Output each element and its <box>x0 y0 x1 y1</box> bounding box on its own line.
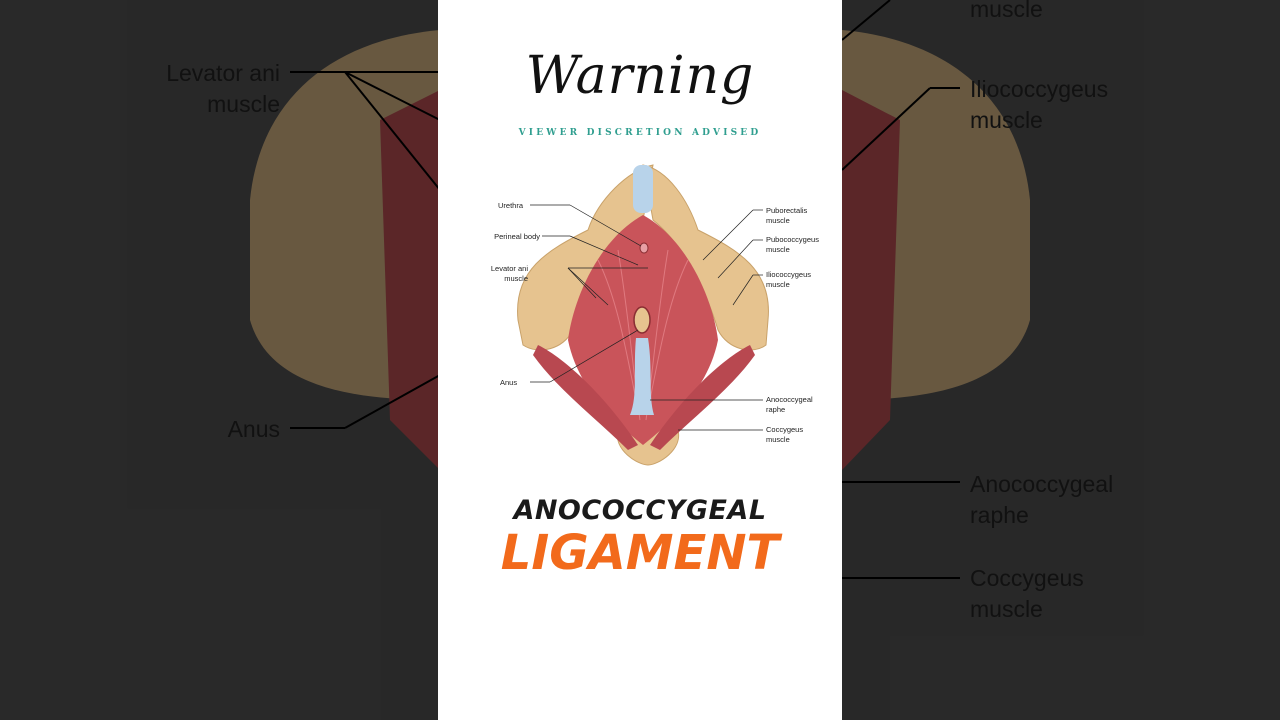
bg-label-anococcygeal: Anococcygeal raphe <box>970 471 1114 528</box>
pelvic-floor-illustration <box>517 164 769 466</box>
label-iliococcygeus: Iliococcygeus muscle <box>766 270 812 289</box>
bg-label-levator: Levator ani muscle <box>166 60 280 117</box>
video-frame: Warning VIEWER DISCRETION ADVISED <box>438 0 842 720</box>
label-anus: Anus <box>500 378 518 387</box>
label-coccygeus: Coccygeus muscle <box>766 425 804 444</box>
viewer-discretion-subtitle: VIEWER DISCRETION ADVISED <box>518 128 762 138</box>
label-perineal-body: Perineal body <box>494 232 540 241</box>
bg-label-muscle-top: muscle <box>970 0 1043 22</box>
anatomy-diagram: Urethra Perineal body Levator ani muscle… <box>478 160 819 470</box>
label-puborectalis: Puborectalis muscle <box>766 206 808 225</box>
bg-label-coccygeus: Coccygeus muscle <box>970 565 1084 622</box>
heading-anococcygeal: ANOCOCCYGEAL <box>513 495 767 526</box>
heading-ligament: LIGAMENT <box>500 525 780 581</box>
bg-label-anus: Anus <box>227 416 280 442</box>
label-anococcygeal-raphe: Anococcygeal raphe <box>766 395 813 414</box>
warning-title: Warning <box>525 46 755 106</box>
label-urethra: Urethra <box>498 201 524 210</box>
bg-label-iliococcygeus: Iliococcygeus muscle <box>970 76 1109 133</box>
label-pubococcygeus: Pubococcygeus muscle <box>766 235 819 254</box>
label-levator-ani: Levator ani muscle <box>490 264 528 283</box>
